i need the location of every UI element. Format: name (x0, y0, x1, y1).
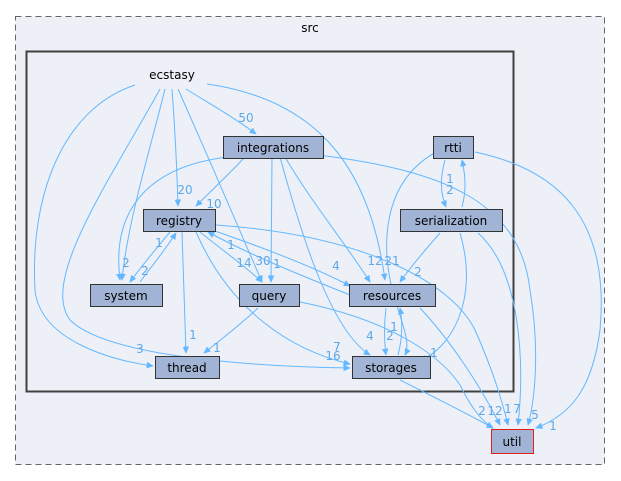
edge-registry-system (130, 231, 171, 282)
edge-integrations-storages (279, 156, 370, 355)
node-rtti[interactable]: rtti (433, 136, 474, 159)
edge-storages-util (399, 379, 493, 429)
edge-integrations-system (119, 156, 229, 280)
edge-label[interactable]: 7 (513, 402, 521, 416)
node-serialization[interactable]: serialization (400, 209, 503, 232)
edge-label[interactable]: 16 (325, 349, 340, 363)
edge-query-thread (204, 307, 259, 353)
edge-label[interactable]: 7 (333, 340, 341, 354)
node-query[interactable]: query (239, 284, 300, 307)
edge-serialization-resources (400, 232, 441, 282)
edge-label[interactable]: 4 (332, 259, 340, 273)
node-integrations[interactable]: integrations (223, 136, 324, 159)
edge-label[interactable]: 1 (155, 236, 163, 250)
edge-resources-storages (385, 307, 387, 355)
edge-query-util (299, 301, 493, 428)
node-util[interactable]: util (491, 429, 534, 454)
edge-labels: 50 20 10 1 2 2 1 14 30 1 4 12 21 2 1 2 1… (122, 111, 557, 433)
edge-rtti-util (474, 151, 602, 428)
edge-registry-util (215, 224, 508, 425)
edge-label[interactable]: 10 (206, 197, 221, 211)
edge-label[interactable]: 1 (189, 328, 197, 342)
node-thread[interactable]: thread (155, 356, 220, 379)
cluster-src-title: src (301, 21, 319, 35)
edge-label[interactable]: 5 (531, 408, 539, 422)
edges (33, 83, 602, 429)
edge-label[interactable]: 2 (141, 264, 149, 278)
node-resources[interactable]: resources (349, 284, 436, 307)
cluster-ecstasy-title[interactable]: ecstasy (149, 68, 195, 82)
edge-registry-thread (181, 231, 186, 353)
edge-label[interactable]: 12 (487, 404, 502, 418)
edge-ecstasy-integrations (185, 88, 256, 134)
node-rtti-label: rtti (444, 141, 462, 155)
edge-registry-query (199, 231, 262, 282)
edge-storages-resources (397, 308, 402, 356)
node-util-label: util (503, 435, 522, 449)
node-serialization-label: serialization (415, 214, 488, 228)
edge-label[interactable]: 14 (236, 256, 251, 270)
edge-label[interactable]: 2 (446, 183, 454, 197)
edge-label[interactable]: 20 (177, 183, 192, 197)
edge-label[interactable]: 1 (273, 257, 281, 271)
edge-ecstasy-thread (33, 84, 153, 366)
node-storages[interactable]: storages (352, 356, 431, 379)
edge-resources-util (419, 307, 501, 425)
edge-serialization-util (477, 232, 521, 425)
edge-registry-resources (211, 229, 350, 287)
node-system-label: system (104, 289, 147, 303)
edge-integrations-resources (284, 156, 370, 282)
edge-label[interactable]: 50 (238, 111, 253, 125)
node-system[interactable]: system (90, 284, 163, 307)
edge-label[interactable]: 1 (213, 341, 221, 355)
edge-rtti-serialization (441, 159, 446, 207)
edge-registry-storages (195, 231, 350, 364)
edge-label[interactable]: 1 (390, 320, 398, 334)
edge-label[interactable]: 2 (414, 265, 422, 279)
edge-resources-registry (208, 231, 351, 296)
edge-label[interactable]: 1 (227, 238, 235, 252)
edge-ecstasy-resources (206, 83, 385, 280)
edge-serialization-rtti (462, 160, 465, 208)
edge-label[interactable]: 2 (386, 329, 394, 343)
edge-ecstasy-storages (62, 88, 350, 368)
edge-ecstasy-system (122, 88, 166, 280)
edge-label[interactable]: 2 (122, 256, 130, 270)
node-query-label: query (252, 289, 287, 303)
node-registry-label: registry (156, 214, 202, 228)
edge-label[interactable]: 2 (478, 404, 486, 418)
edge-label[interactable]: 30 (255, 254, 270, 268)
edge-label[interactable]: 4 (366, 329, 374, 343)
node-resources-label: resources (363, 289, 421, 303)
edge-integrations-util (317, 154, 537, 425)
edge-rtti-storages (386, 149, 441, 355)
edge-label[interactable]: 21 (384, 254, 399, 268)
node-registry[interactable]: registry (143, 209, 216, 232)
edge-integrations-registry (196, 156, 246, 206)
edge-label[interactable]: 3 (136, 342, 144, 356)
edge-ecstasy-query (177, 88, 262, 282)
edge-label[interactable]: 1 (504, 402, 512, 416)
edge-integrations-query (271, 156, 272, 282)
edge-label[interactable]: 12 (367, 254, 382, 268)
node-thread-label: thread (167, 361, 206, 375)
edge-label[interactable]: 1 (430, 346, 438, 360)
edge-system-registry (139, 233, 176, 283)
edge-label[interactable]: 1 (446, 172, 454, 186)
edge-serialization-storages (420, 232, 467, 360)
node-integrations-label: integrations (237, 141, 309, 155)
node-storages-label: storages (365, 361, 417, 375)
edge-ecstasy-registry (171, 88, 178, 206)
edge-label[interactable]: 1 (549, 419, 557, 433)
